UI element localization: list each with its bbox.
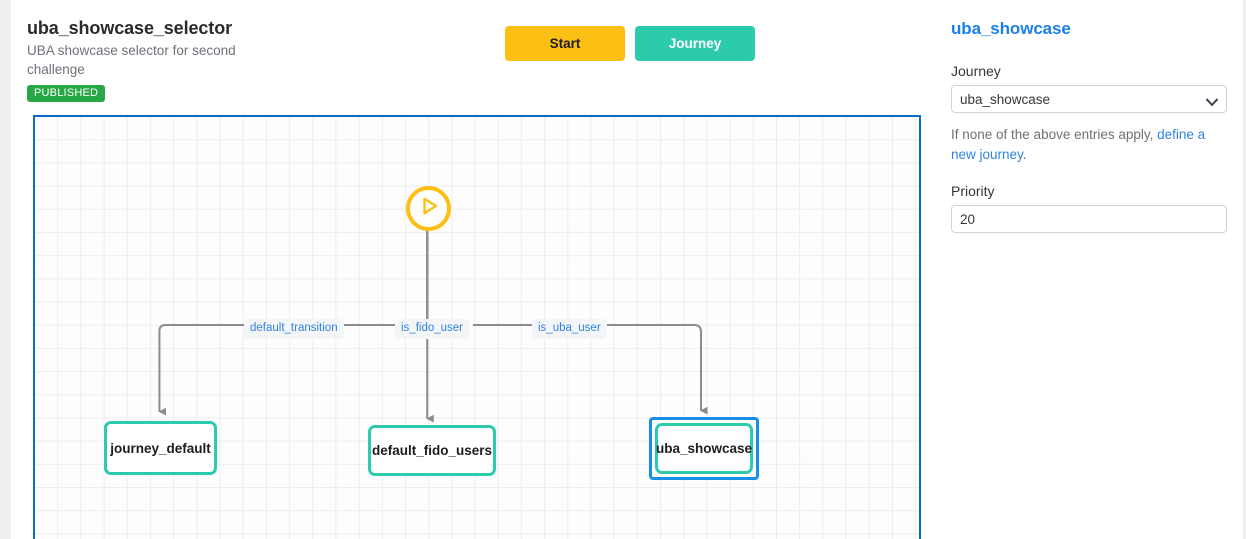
panel-title: uba_showcase: [951, 19, 1071, 38]
define-new-journey-link[interactable]: define a new journey: [951, 127, 1206, 162]
page-title: uba_showcase_selector: [27, 18, 233, 38]
main-card: uba_showcase_selector UBA showcase selec…: [11, 0, 1243, 539]
play-circle-icon: [418, 195, 440, 222]
flow-node-journey_default[interactable]: journey_default: [104, 421, 217, 475]
journey-field-label: Journey: [951, 63, 1001, 79]
journey-hint-suffix: .: [1022, 147, 1027, 162]
transition-label-is_fido_user[interactable]: is_fido_user: [395, 319, 470, 339]
priority-input[interactable]: [951, 205, 1227, 233]
priority-field-label: Priority: [951, 183, 995, 199]
flow-edges: [158, 230, 708, 423]
flow-node-uba_showcase-selection[interactable]: uba_showcase: [649, 417, 759, 480]
page-header: uba_showcase_selector UBA showcase selec…: [27, 17, 357, 102]
journey-select[interactable]: uba_showcase: [951, 85, 1227, 113]
status-badge: PUBLISHED: [27, 85, 106, 102]
start-button[interactable]: Start: [505, 26, 625, 61]
start-node[interactable]: [406, 186, 451, 231]
flow-canvas-inner: default_transition is_fido_user is_uba_u…: [35, 117, 919, 539]
flow-node-default_fido_users[interactable]: default_fido_users: [368, 425, 496, 476]
transition-label-default_transition[interactable]: default_transition: [244, 319, 344, 339]
flow-canvas[interactable]: default_transition is_fido_user is_uba_u…: [33, 115, 921, 539]
transition-label-is_uba_user[interactable]: is_uba_user: [532, 319, 607, 339]
journey-hint: If none of the above entries apply, defi…: [951, 125, 1233, 165]
journey-button[interactable]: Journey: [635, 26, 755, 61]
properties-panel: uba_showcase Journey uba_showcase If non…: [937, 0, 1243, 539]
page-subtitle: UBA showcase selector for second challen…: [27, 43, 236, 77]
journey-select-wrap: uba_showcase: [951, 85, 1227, 113]
flow-node-uba_showcase[interactable]: uba_showcase: [655, 423, 753, 474]
journey-hint-prefix: If none of the above entries apply,: [951, 127, 1158, 142]
